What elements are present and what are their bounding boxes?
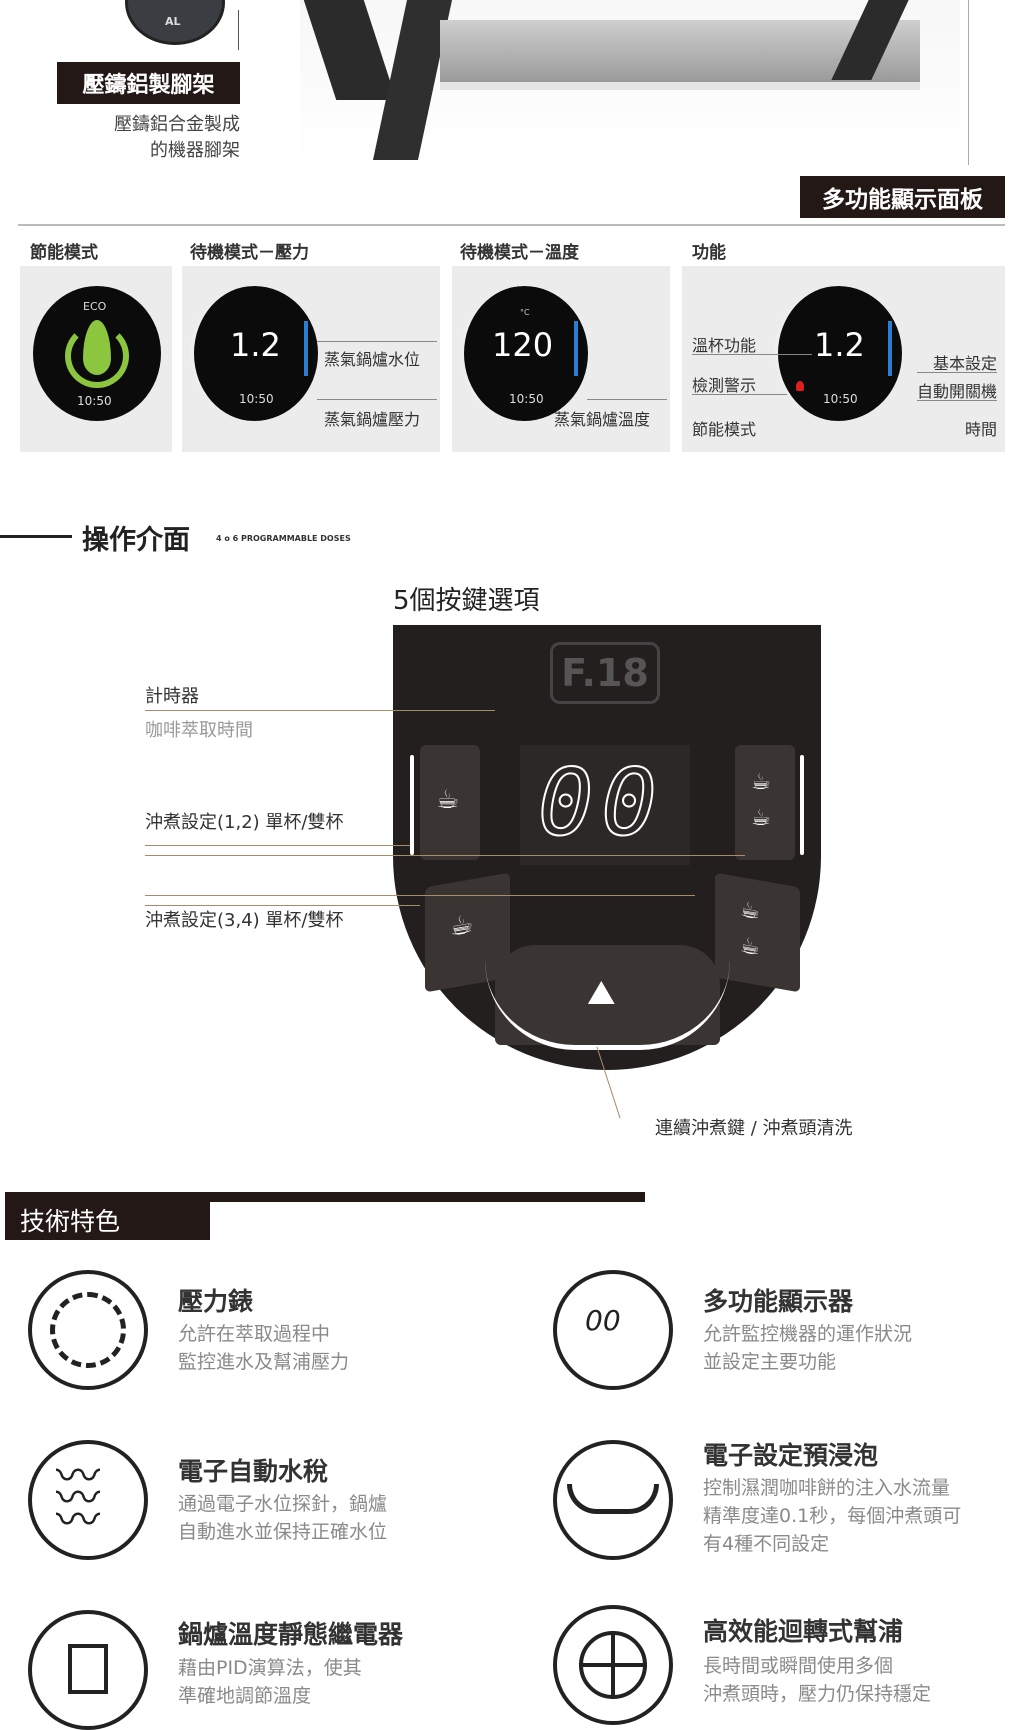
features-bar bbox=[5, 1192, 645, 1202]
header-standby-temp: 待機模式－溫度 bbox=[460, 243, 579, 263]
timer-display: 00 bbox=[520, 745, 690, 865]
panel-eco: ECO 10:50 bbox=[20, 266, 172, 452]
pre-infusion-icon bbox=[553, 1440, 673, 1560]
single-cup-icon: ☕ bbox=[450, 908, 474, 944]
header-functions: 功能 bbox=[692, 243, 726, 263]
machine-image bbox=[300, 0, 960, 160]
keys-title: 5個按鍵選項 bbox=[393, 586, 540, 616]
double-cup-icon: ☕☕ bbox=[740, 896, 760, 962]
relay-icon bbox=[28, 1610, 148, 1730]
panel-standby-temp: °C 120 10:50 蒸氣鍋爐溫度 bbox=[452, 266, 670, 452]
brand-logo: F.18 bbox=[550, 642, 660, 704]
pressure-gauge-icon bbox=[28, 1270, 148, 1390]
single-cup-icon: ☕ bbox=[436, 785, 460, 815]
dose-2-light bbox=[800, 755, 804, 855]
rotary-pump-icon bbox=[553, 1605, 673, 1725]
interface-title: 操作介面 bbox=[82, 525, 190, 556]
dose-1-light bbox=[410, 755, 414, 855]
double-cup-icon: ☕☕ bbox=[751, 770, 771, 831]
water-level-icon: 〰〰〰 bbox=[28, 1440, 148, 1560]
dose-1-button[interactable]: ☕ bbox=[420, 745, 480, 860]
al-badge: AL bbox=[125, 0, 225, 45]
divider bbox=[18, 224, 1005, 226]
header-eco: 節能模式 bbox=[30, 243, 98, 263]
display-icon: 00 bbox=[553, 1270, 673, 1390]
leaf-icon bbox=[65, 324, 129, 388]
panel-functions: 1.2 10:50 溫杯功能 檢測警示 節能模式 基本設定 自動開關機 時間 bbox=[682, 266, 1005, 452]
frame-desc: 壓鑄鋁合金製成 的機器腳架 bbox=[114, 114, 240, 161]
alert-icon bbox=[796, 381, 804, 391]
continuous-light bbox=[485, 960, 730, 1050]
features-title: 技術特色 bbox=[5, 1200, 210, 1240]
panel-standby-pressure: 1.2 10:50 蒸氣鍋爐水位 蒸氣鍋爐壓力 bbox=[182, 266, 440, 452]
section-line bbox=[0, 535, 72, 538]
frame-label: 壓鑄鋁製腳架 bbox=[57, 62, 240, 104]
dose-2-button[interactable]: ☕☕ bbox=[735, 745, 795, 860]
display-panel-label: 多功能顯示面板 bbox=[800, 176, 1005, 218]
header-standby-pressure: 待機模式－壓力 bbox=[190, 243, 309, 263]
interface-subtitle: 4 o 6 PROGRAMMABLE DOSES bbox=[216, 534, 351, 543]
